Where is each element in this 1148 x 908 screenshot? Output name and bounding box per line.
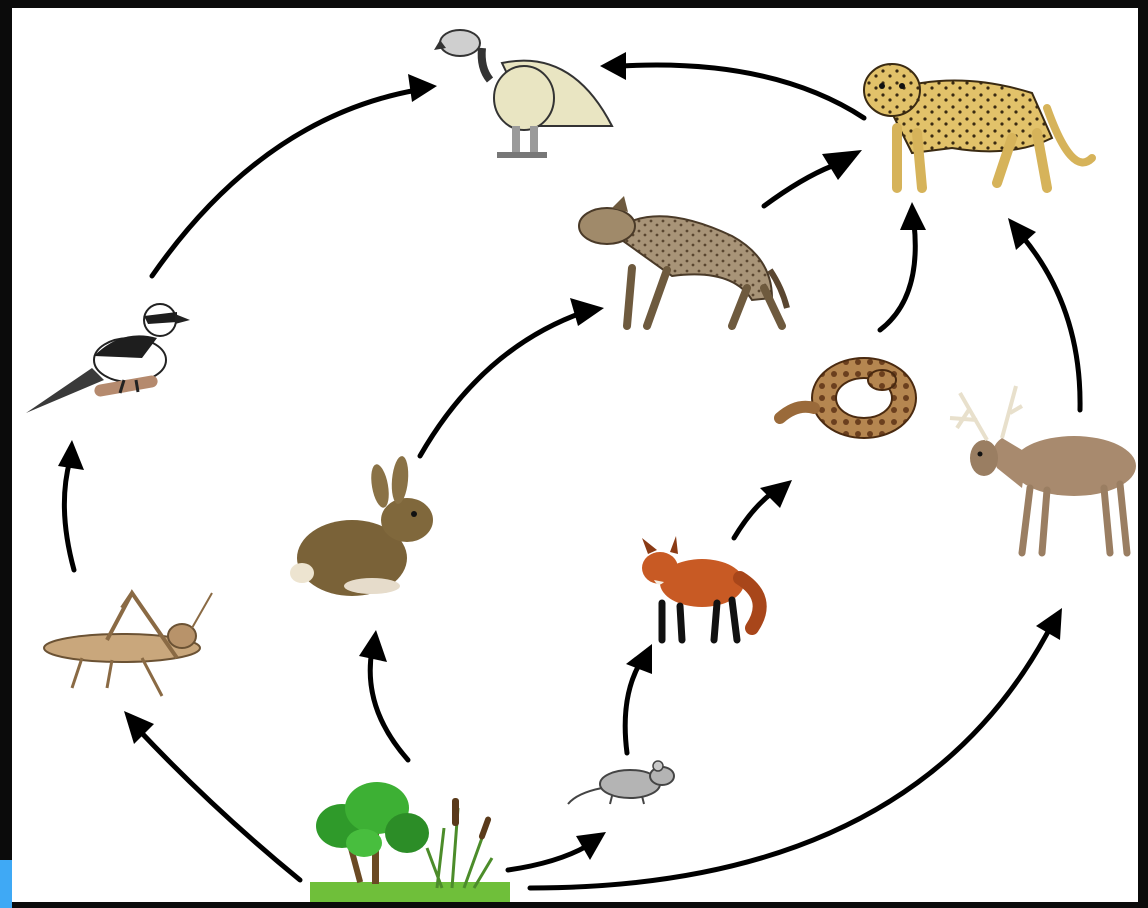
arrowhead	[900, 202, 926, 230]
leopard-icon	[864, 64, 1092, 188]
mouse-icon	[568, 761, 674, 804]
arrowhead	[58, 440, 84, 470]
arrowhead	[570, 298, 604, 326]
rabbit-icon	[290, 455, 433, 596]
arrowhead	[760, 480, 792, 508]
grasshopper-icon	[44, 593, 212, 696]
link-arrows	[58, 52, 1080, 888]
link-mouse-fox	[625, 663, 640, 753]
link-leopard-vulture	[622, 65, 864, 118]
arrowhead	[408, 74, 437, 102]
link-snake-leopard	[880, 223, 915, 330]
arrowhead	[1036, 608, 1062, 640]
link-plants-grasshopper	[137, 728, 300, 880]
arrowhead	[576, 832, 606, 860]
hyena-icon	[579, 196, 787, 326]
plants-icon	[310, 782, 510, 902]
link-fox-snake	[734, 493, 772, 538]
link-grasshopper-bird	[64, 460, 74, 570]
arrowhead	[600, 52, 626, 80]
link-rabbit-hyena	[420, 312, 584, 456]
deer-icon	[950, 386, 1136, 553]
link-plants-rabbit	[370, 650, 408, 760]
link-plants-deer	[530, 628, 1050, 888]
food-web-diagram	[12, 8, 1138, 902]
arrowhead	[359, 630, 387, 662]
link-deer-leopard	[1022, 236, 1080, 410]
link-bird-vulture	[152, 90, 417, 276]
vulture-icon	[434, 30, 612, 158]
screen-corner-accent	[0, 860, 12, 908]
fox-icon	[642, 536, 760, 640]
link-plants-mouse	[508, 846, 587, 870]
link-hyena-leopard	[764, 166, 832, 206]
bird-icon	[26, 304, 190, 413]
food-web-canvas	[12, 8, 1138, 902]
snake-icon	[780, 358, 916, 438]
